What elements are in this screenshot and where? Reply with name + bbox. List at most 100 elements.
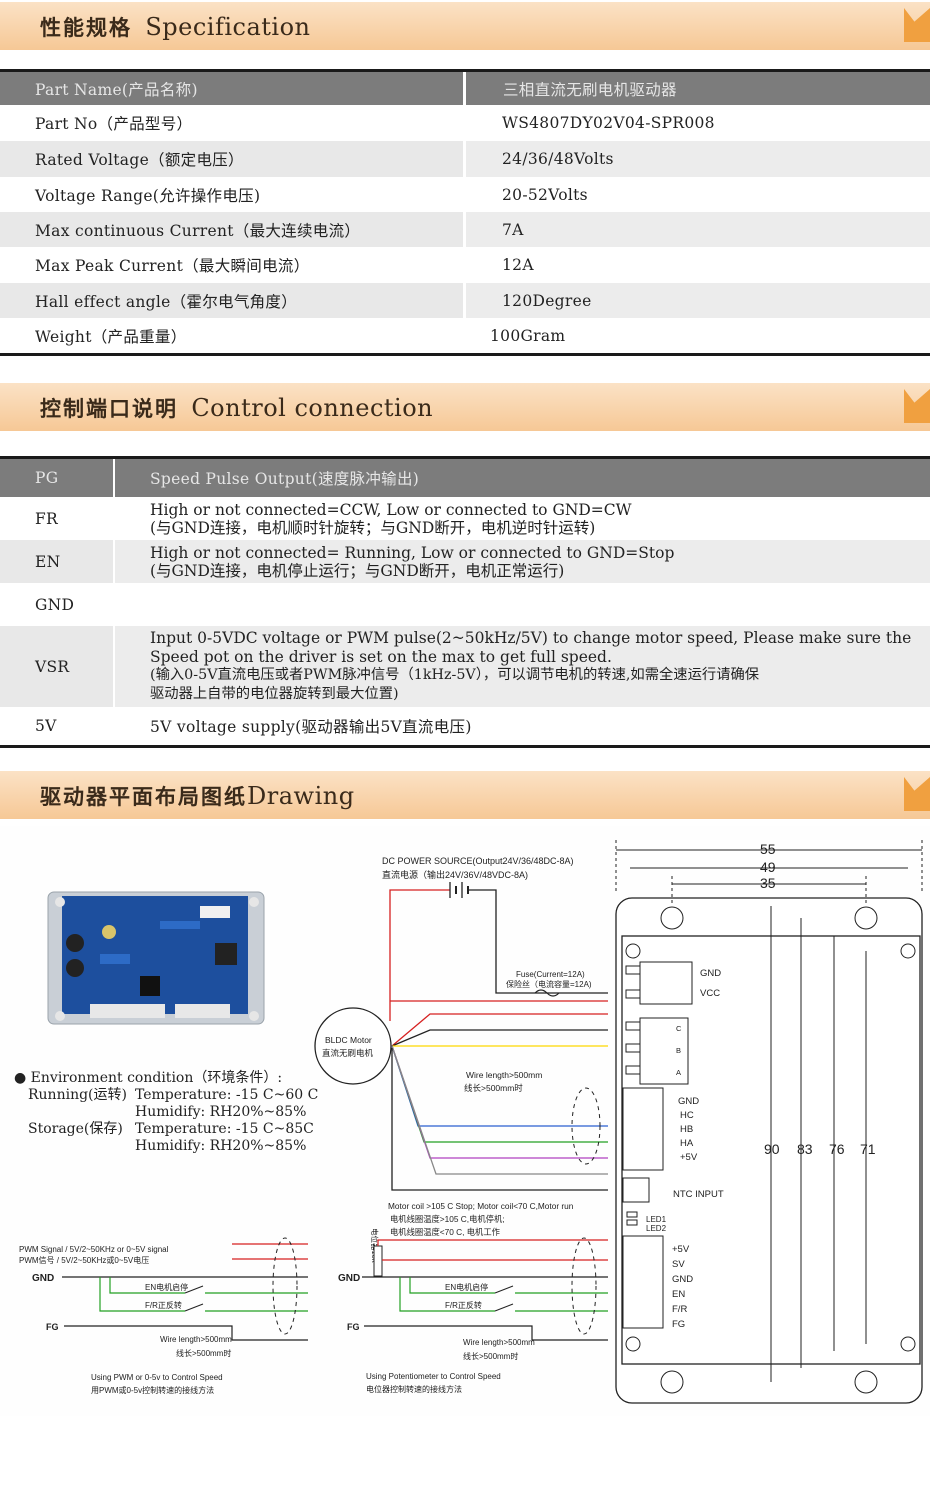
table-bottom-rule — [0, 745, 930, 748]
dimension-label: 55 — [760, 841, 776, 857]
dimension-label: 49 — [760, 859, 776, 875]
bldc-motor — [314, 1007, 392, 1085]
row-desc-line: Speed pot on the driver is set on the ma… — [150, 647, 612, 666]
motor-wires — [391, 1013, 608, 1191]
row-label: Weight（产品重量） — [35, 327, 187, 346]
spec-row: Max continuous Current（最大连续电流）7A — [0, 212, 930, 248]
dimension-label: 71 — [860, 1141, 876, 1157]
fg-label: FG — [347, 1322, 360, 1332]
pin-label: A — [676, 1068, 681, 1077]
dc-source-label-cn: 直流电源（输出24V/36V/48VDC-8A) — [382, 869, 528, 880]
motor-label-cn: 直流无刷电机 — [322, 1048, 374, 1058]
table-top-rule — [0, 456, 930, 459]
pin-label: EN — [672, 1289, 685, 1300]
spec-row: Hall effect angle（霍尔电气角度）120Degree — [0, 283, 930, 319]
dimension-label: 90 — [764, 1141, 780, 1157]
row-label: GND — [35, 595, 75, 614]
header-value: 三相直流无刷电机驱动器 — [503, 80, 677, 99]
pot-caption-cn: 电位器控制转速的接线方法 — [366, 1384, 462, 1394]
pin-label: FG — [672, 1319, 685, 1330]
gnd-label: GND — [32, 1273, 54, 1284]
wire-length-label: Wire length>500mm — [463, 1338, 535, 1347]
fr-switch-label: F/R正反转 — [445, 1300, 482, 1310]
row-value: WS4807DY02V04-SPR008 — [502, 114, 715, 132]
row-desc-line: Input 0-5VDC voltage or PWM pulse(2~50kH… — [150, 629, 912, 647]
chevron-down-icon — [904, 389, 930, 423]
spec-header-row: Part Name(产品名称) 三相直流无刷电机驱动器 — [0, 72, 930, 105]
row-label: Max Peak Current（最大瞬间电流） — [35, 257, 310, 275]
row-value: 20-52Volts — [502, 186, 588, 204]
wire-length-label-cn: 线长>500mm时 — [463, 1351, 518, 1361]
control-title: 控制端口说明 Control connection — [40, 394, 434, 422]
pin-label: F/R — [672, 1304, 687, 1315]
chevron-down-icon — [904, 8, 930, 42]
row-label: Part No（产品型号） — [35, 115, 193, 133]
motor-wire — [391, 1029, 608, 1047]
pin-label: HA — [680, 1138, 694, 1149]
motor-label: BLDC Motor — [325, 1035, 372, 1045]
pin-label: HB — [680, 1124, 693, 1135]
dc-source-label: DC POWER SOURCE(Output24V/36/48DC-8A) — [382, 856, 574, 866]
row-value: 120Degree — [502, 292, 592, 310]
row-desc-line: 驱动器上自带的电位器旋转到最大位置) — [150, 685, 399, 702]
row-value: 24/36/48Volts — [502, 150, 614, 168]
spec-banner: 性能规格 Specification — [0, 2, 930, 50]
row-desc-line: (与GND连接，电机停止运行；与GND断开，电机正常运行) — [150, 562, 565, 580]
pwm-caption: Using PWM or 0-5v to Control Speed — [91, 1373, 223, 1382]
table-bottom-rule — [0, 353, 930, 356]
control-row-en: EN High or not connected= Running, Low o… — [0, 540, 930, 583]
ntc-wire — [391, 1048, 608, 1191]
row-label: EN — [35, 552, 61, 571]
pwm-label: PWM Signal / 5V/2~50KHz or 0~5V signal — [19, 1245, 169, 1254]
env-storage-label: Storage(保存) — [28, 1121, 123, 1137]
header-label: PG — [35, 469, 59, 487]
env-storage-temp: Temperature: -15 C~85C — [135, 1121, 314, 1137]
pin-label: +5V — [672, 1244, 690, 1255]
fg-label: FG — [46, 1322, 59, 1332]
pin-label: C — [676, 1024, 682, 1033]
spec-row: Weight（产品重量）100Gram — [0, 318, 930, 353]
control-row-gnd: GND — [0, 583, 930, 626]
env-running-temp: Temperature: -15 C~60 C — [135, 1087, 319, 1103]
pin-label: GND — [700, 968, 721, 979]
spec-title: 性能规格 Specification — [40, 13, 311, 41]
pin-label: HC — [680, 1110, 694, 1121]
motor-wire — [391, 1045, 608, 1143]
spec-row: Voltage Range(允许操作电压) 20-52Volts — [0, 177, 930, 213]
wire-length-label: Wire length>500mm — [466, 1070, 542, 1080]
fr-switch-label: F/R正反转 — [145, 1300, 182, 1310]
pin-label: VCC — [700, 988, 720, 999]
spec-row: Part No（产品型号） WS4807DY02V04-SPR008 — [0, 105, 930, 141]
wire-length-label-cn: 线长>500mm时 — [464, 1083, 523, 1093]
control-row-5v: 5V 5V voltage supply(驱动器输出5V直流电压) — [0, 707, 930, 745]
env-running-humid: Humidify: RH20%~85% — [135, 1104, 307, 1120]
row-desc-line: (与GND连接，电机顺时针旋转；与GND断开，电机逆时针运转) — [150, 519, 596, 537]
pin-label: +5V — [680, 1152, 698, 1163]
drawing-title: 驱动器平面布局图纸Drawing — [40, 782, 355, 810]
pwm-label-cn: PWM信号 / 5V/2~50KHz或0~5V电压 — [19, 1255, 149, 1265]
env-title: Environment condition（环境条件）: — [30, 1070, 283, 1086]
row-label: Voltage Range(允许操作电压) — [35, 187, 261, 205]
pin-label: B — [676, 1046, 681, 1055]
pin-label: GND — [678, 1096, 699, 1107]
header-value: Speed Pulse Output(速度脉冲输出) — [150, 470, 420, 488]
control-header-row: PG Speed Pulse Output(速度脉冲输出) — [0, 459, 930, 497]
control-banner: 控制端口说明 Control connection — [0, 383, 930, 431]
bullet-icon: ● — [14, 1070, 27, 1086]
coil-label-cn: 电机线圈温度>105 C,电机停机; — [390, 1214, 505, 1224]
pin-label: SV — [672, 1259, 685, 1270]
pot-label: 电位器10k — [370, 1228, 380, 1263]
drawing-banner: 驱动器平面布局图纸Drawing — [0, 771, 930, 819]
led-label: LED1 — [646, 1215, 667, 1224]
coil-label-cn: 电机线圈温度<70 C, 电机工作 — [390, 1227, 500, 1237]
control-row-vsr: VSR Input 0-5VDC voltage or PWM pulse(2~… — [0, 626, 930, 707]
row-value: 12A — [502, 256, 534, 274]
en-switch-label: EN电机启停 — [145, 1282, 188, 1292]
fuse-label-cn: 保险丝（电流容量=12A) — [506, 979, 592, 989]
row-desc-line: High or not connected= Running, Low or c… — [150, 544, 675, 562]
drawing-area: DC POWER SOURCE(Output24V/36/48DC-8A) 直流… — [0, 826, 930, 1416]
driver-board-photo — [47, 891, 265, 1025]
ntc-label: NTC INPUT — [673, 1189, 724, 1200]
